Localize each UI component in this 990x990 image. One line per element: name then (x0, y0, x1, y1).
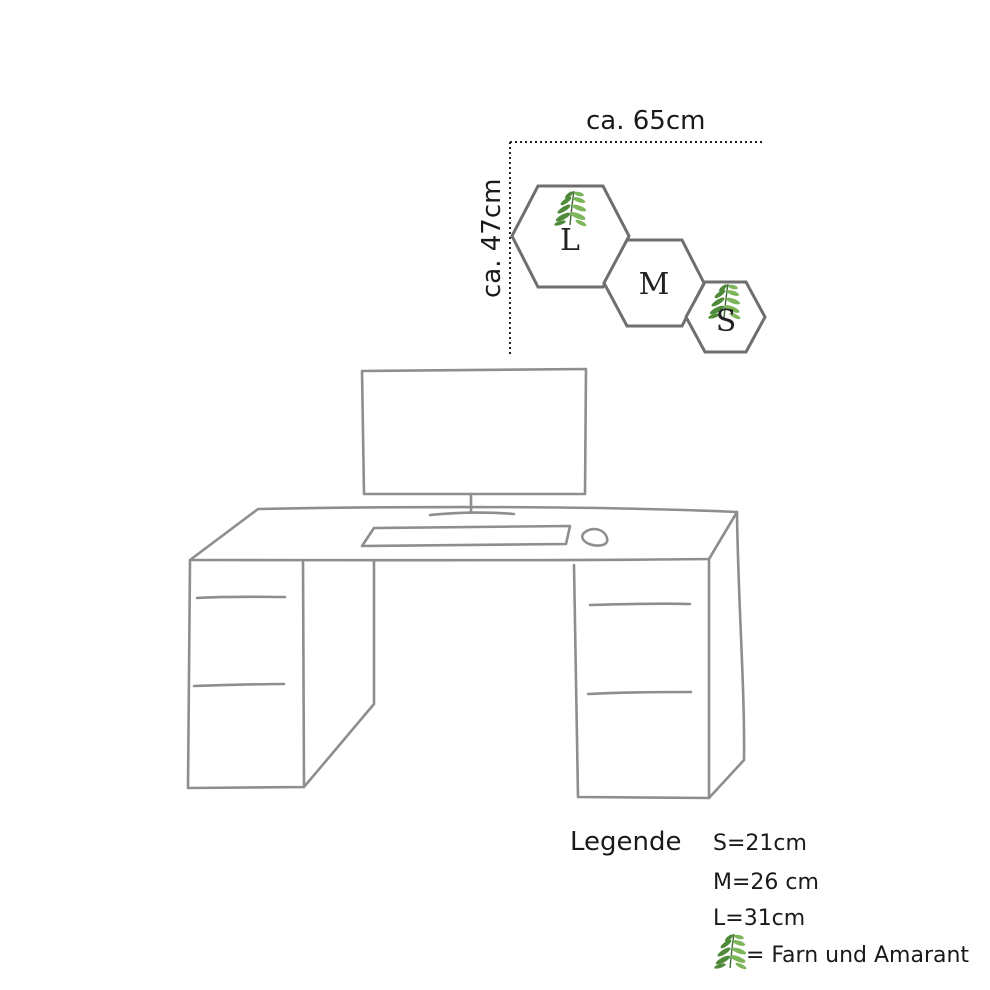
width-dimension-label: ca. 65cm (586, 106, 705, 136)
monitor-screen (360, 367, 588, 496)
monitor-sketch (360, 367, 588, 517)
hexagon-m-label: M (639, 267, 670, 302)
hexagon-group: L M S (510, 184, 767, 354)
desk-left-pedestal (186, 558, 376, 790)
hexagon-l-label: L (560, 223, 580, 258)
hexagon-s-label: S (716, 304, 737, 339)
legend: Legende S=21cm M=26 cm L=31cm = Farn und… (570, 827, 969, 972)
monitor-stand (428, 492, 516, 517)
hexagon-l: L (510, 184, 631, 289)
desk-right-pedestal (572, 510, 746, 800)
desk-top (188, 505, 739, 562)
legend-item-s: S=21cm (713, 831, 807, 856)
desk-sketch (186, 505, 746, 800)
right-drawer-line-1 (588, 602, 692, 607)
keyboard (360, 524, 572, 548)
fern-icon (712, 932, 748, 972)
hexagon-m: M (602, 238, 706, 328)
legend-item-m: M=26 cm (713, 870, 819, 895)
hexagon-s: S (684, 280, 767, 354)
left-drawer-line-1 (195, 595, 287, 600)
right-drawer-line-2 (586, 690, 693, 696)
legend-title: Legende (570, 827, 682, 857)
legend-item-plant: = Farn und Amarant (746, 943, 969, 968)
legend-item-l: L=31cm (713, 906, 805, 931)
mouse (580, 527, 609, 547)
left-drawer-line-2 (192, 682, 286, 688)
dimension-lines: ca. 65cm ca. 47cm (477, 106, 762, 354)
height-dimension-label: ca. 47cm (477, 179, 507, 298)
